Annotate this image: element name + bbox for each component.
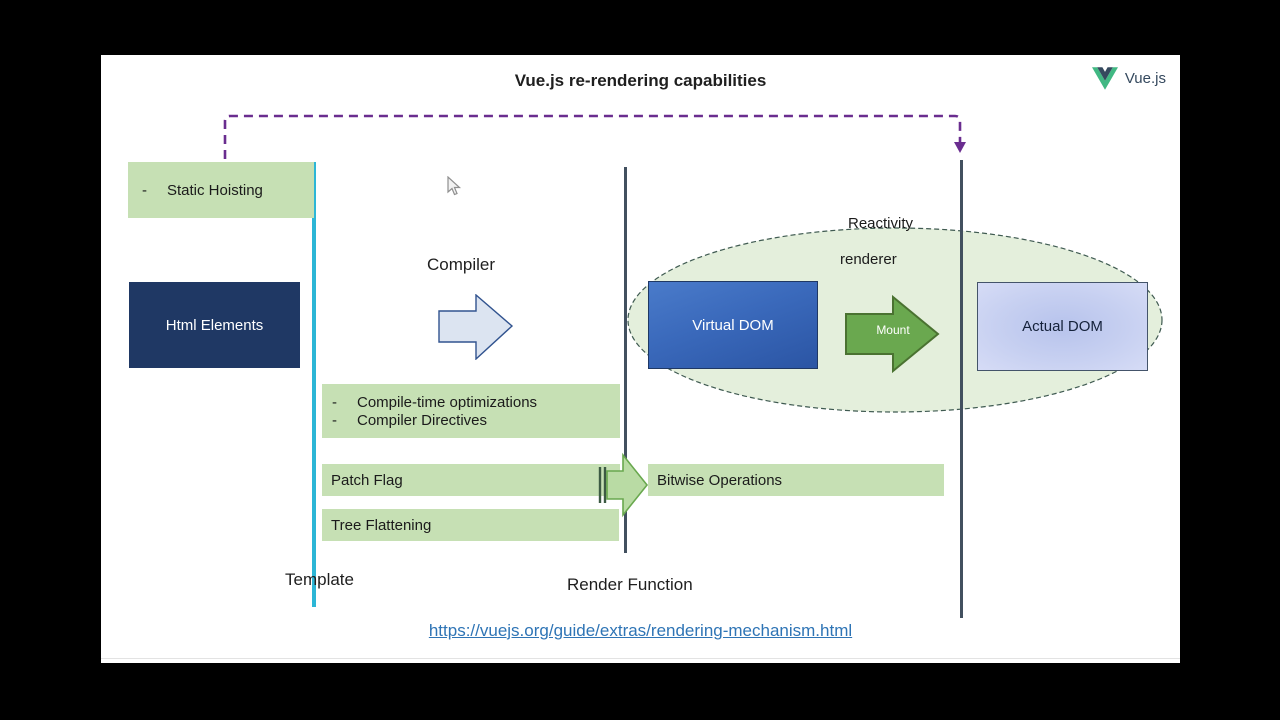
actual-dom-label: Actual DOM: [1022, 318, 1103, 335]
slide: Vue.js re-rendering capabilities Vue.js: [101, 55, 1180, 663]
html-elements-label: Html Elements: [165, 316, 264, 334]
patch-flag-label: Patch Flag: [331, 471, 403, 489]
page-title: Vue.js re-rendering capabilities: [514, 71, 767, 90]
vue-logo: Vue.js: [1091, 67, 1166, 90]
render-function-label: Render Function: [567, 575, 693, 594]
tree-flattening-box: Tree Flattening: [322, 509, 619, 541]
optimization-item: - Compile-time optimizations: [322, 394, 620, 411]
compiler-arrow-icon: [438, 294, 514, 360]
render-function-lane-line: [624, 167, 627, 553]
static-hoisting-label: Static Hoisting: [167, 181, 263, 199]
optimization-label: Compile-time optimizations: [357, 393, 538, 411]
optimization-item: - Compiler Directives: [322, 412, 620, 429]
reactivity-label: Reactivity: [848, 215, 914, 232]
html-elements-box: Html Elements: [129, 282, 300, 368]
bitwise-operations-box: Bitwise Operations: [648, 464, 944, 496]
virtual-dom-label: Virtual DOM: [692, 316, 774, 334]
mouse-cursor-icon: [447, 176, 462, 196]
actual-dom-lane-line: [960, 160, 963, 618]
optimizations-box: - Compile-time optimizations - Compiler …: [322, 384, 620, 438]
vue-logo-icon: [1091, 67, 1118, 90]
docs-link-row: https://vuejs.org/guide/extras/rendering…: [101, 621, 1180, 641]
rerender-loop-connector: [223, 114, 966, 159]
actual-dom-box: Actual DOM: [977, 282, 1148, 371]
mount-arrow-icon: [845, 295, 940, 373]
vue-logo-label: Vue.js: [1124, 70, 1166, 87]
static-hoisting-box: - Static Hoisting: [128, 162, 314, 218]
tree-flattening-label: Tree Flattening: [331, 516, 432, 534]
patch-flag-arrow-icon: [598, 452, 649, 518]
patch-flag-box: Patch Flag: [322, 464, 620, 496]
slide-bottom-rule: [101, 658, 1180, 659]
bitwise-operations-label: Bitwise Operations: [657, 471, 783, 489]
virtual-dom-box: Virtual DOM: [648, 281, 818, 369]
compiler-label: Compiler: [427, 255, 496, 274]
renderer-label: renderer: [840, 251, 897, 268]
template-label: Template: [285, 570, 354, 589]
bullet-dash: -: [142, 181, 147, 199]
bullet-dash: -: [332, 411, 337, 429]
mount-label: Mount: [876, 323, 910, 337]
docs-link[interactable]: https://vuejs.org/guide/extras/rendering…: [428, 621, 853, 640]
optimization-label: Compiler Directives: [357, 411, 488, 429]
template-lane-line: [312, 162, 316, 607]
bullet-dash: -: [332, 393, 337, 411]
